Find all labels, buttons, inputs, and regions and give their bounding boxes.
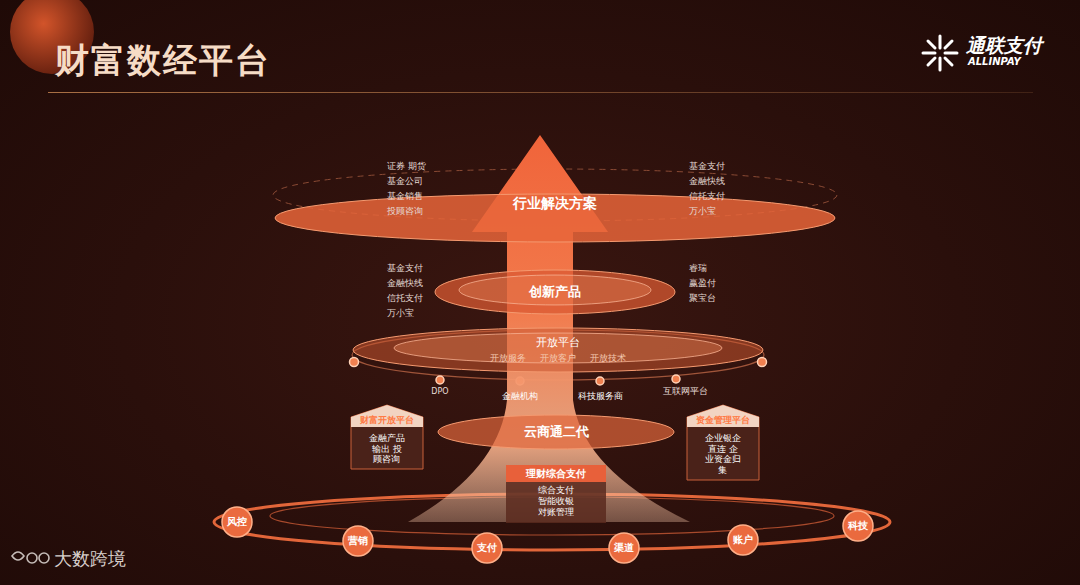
platform-box: 资金管理平台企业银企直连 企业资金归集: [687, 405, 759, 480]
node-body: 综合支付 智能收银 对账管理: [537, 485, 575, 518]
node-body: 企业银企直连 企业资金归集: [704, 433, 741, 476]
product-name: 信托支付: [689, 191, 725, 201]
partner-type: DPO: [431, 387, 448, 397]
layer-band: 行业解决方案: [275, 194, 835, 242]
feature-circle: 科技: [842, 510, 874, 542]
product-name: 金融快线: [689, 176, 725, 186]
logo-icon: [923, 36, 957, 70]
platform-box: 财富开放平台金融产品输出 投顾咨询: [351, 405, 423, 469]
watermark: 大数跨境: [54, 548, 126, 570]
node-heading: 理财综合支付: [526, 465, 586, 482]
client-type: 证券 期货: [387, 161, 426, 171]
node-heading: 渠道: [614, 542, 634, 555]
client-type: 基金销售: [387, 191, 423, 201]
feature-circle: 风控: [221, 506, 253, 538]
feature-circle: 支付: [471, 532, 503, 564]
node-heading: 营销: [348, 535, 368, 548]
feature-circle: 营销: [342, 525, 374, 557]
client-type: 投顾咨询: [387, 206, 423, 216]
title-rule: [48, 92, 1033, 93]
feature-circle: 渠道: [608, 532, 640, 564]
node-heading: 风控: [227, 516, 247, 529]
product-name: 信托支付: [387, 293, 423, 303]
product-name: 万小宝: [387, 308, 414, 318]
node-body: 开放技术: [590, 353, 626, 364]
partner-type: 互联网平台: [663, 386, 708, 396]
node-heading: 资金管理平台: [696, 414, 750, 427]
service-row: 开放服务 开放客户 开放技术: [490, 353, 626, 364]
logo-text: 通联支付: [966, 34, 1042, 57]
node-body: 开放服务: [490, 353, 526, 364]
node-heading: 云商通二代: [524, 424, 589, 440]
node-body: 开放客户: [540, 353, 576, 364]
page-title: 财富数经平台: [55, 38, 271, 84]
layer-band: 创新产品: [435, 270, 675, 314]
product-name: 金融快线: [387, 278, 423, 288]
logo-text: ALLINPAY: [968, 56, 1021, 68]
node-heading: 科技: [848, 520, 868, 533]
node-heading: 行业解决方案: [513, 195, 597, 213]
product-name: 万小宝: [689, 206, 716, 216]
product-name: 基金支付: [689, 161, 725, 171]
node-outline: [353, 328, 763, 372]
watermark-icon: [12, 552, 49, 563]
platform-box: 理财综合支付综合支付 智能收银 对账管理: [506, 465, 606, 523]
node-heading: 开放平台: [536, 336, 580, 350]
product-name: 睿瑞: [689, 263, 707, 273]
node-heading: 支付: [477, 542, 497, 555]
partner-type: 科技服务商: [578, 391, 623, 401]
node-heading: 创新产品: [529, 284, 581, 300]
layer-band: 开放平台开放服务 开放客户 开放技术: [353, 328, 763, 372]
partner-type: 金融机构: [502, 391, 538, 401]
feature-circle: 账户: [727, 524, 759, 556]
product-name: 基金支付: [387, 263, 423, 273]
product-name: 聚宝台: [689, 293, 716, 303]
layer-band: 云商通二代: [438, 415, 674, 449]
node-body: 金融产品输出 投顾咨询: [368, 433, 405, 465]
node-heading: 账户: [733, 534, 753, 547]
client-type: 基金公司: [387, 176, 423, 186]
node-heading: 财富开放平台: [360, 414, 414, 427]
product-name: 赢盈付: [689, 278, 716, 288]
